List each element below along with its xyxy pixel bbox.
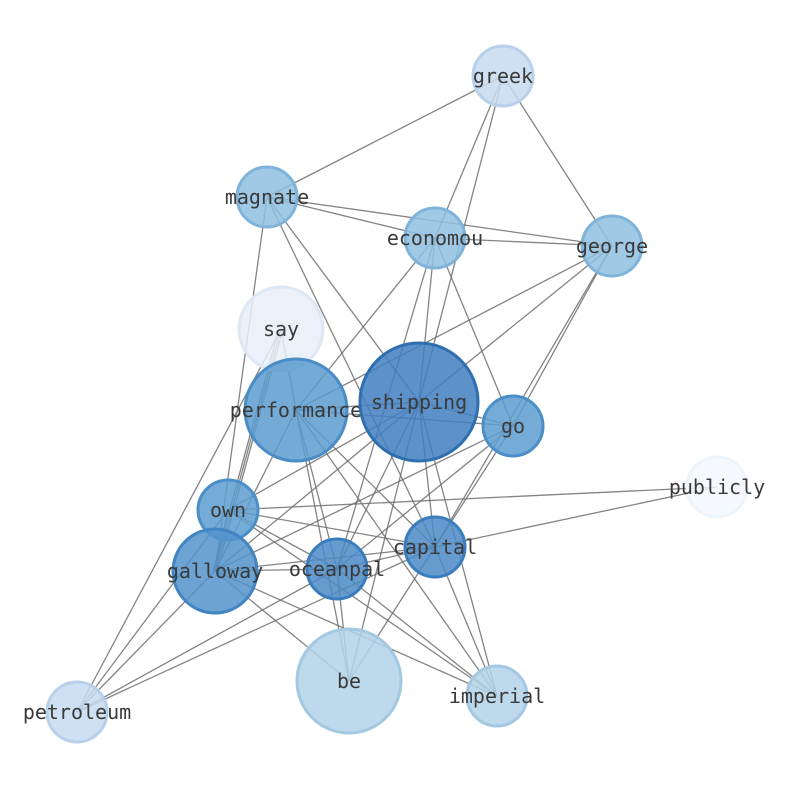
- edge-publicly-capital: [434, 486, 718, 548]
- node-go: go: [481, 394, 545, 458]
- edge-magnate-capital: [266, 196, 436, 548]
- node-circle-be: [295, 627, 403, 735]
- node-label-own: own: [210, 498, 246, 522]
- node-circle-economou: [403, 206, 467, 270]
- node-circle-petroleum: [45, 680, 109, 744]
- node-circle-george: [580, 214, 644, 278]
- edge-oceanpal-imperial: [336, 568, 498, 697]
- edge-own-capital: [227, 509, 436, 548]
- node-galloway: galloway: [167, 527, 263, 615]
- node-circle-oceanpal: [305, 537, 369, 601]
- node-circle-shipping: [358, 341, 480, 463]
- node-circle-magnate: [235, 165, 299, 229]
- node-economou: economou: [387, 206, 483, 270]
- node-greek: greek: [471, 44, 535, 108]
- edge-george-performance: [295, 245, 613, 411]
- node-circle-publicly: [685, 455, 749, 519]
- edge-greek-george: [502, 75, 613, 247]
- node-circle-go: [481, 394, 545, 458]
- node-shipping: shipping: [358, 341, 480, 463]
- node-label-greek: greek: [473, 64, 533, 88]
- node-circle-imperial: [465, 664, 529, 728]
- node-label-oceanpal: oceanpal: [289, 557, 385, 581]
- edge-george-go: [512, 245, 613, 427]
- node-label-be: be: [337, 669, 361, 693]
- node-label-petroleum: petroleum: [23, 700, 131, 724]
- node-label-go: go: [501, 414, 525, 438]
- node-performance: performance: [230, 357, 362, 463]
- node-be: be: [295, 627, 403, 735]
- node-label-imperial: imperial: [449, 684, 545, 708]
- node-label-george: george: [576, 234, 648, 258]
- edge-own-imperial: [227, 509, 498, 697]
- edge-publicly-own: [227, 486, 718, 511]
- edge-greek-magnate: [266, 75, 504, 198]
- node-george: george: [576, 214, 648, 278]
- node-label-performance: performance: [230, 398, 362, 422]
- node-petroleum: petroleum: [23, 680, 131, 744]
- node-circle-greek: [471, 44, 535, 108]
- edge-capital-petroleum: [76, 546, 436, 713]
- edge-performance-imperial: [295, 409, 498, 697]
- edge-go-oceanpal: [336, 425, 514, 570]
- edge-go-galloway: [214, 425, 514, 572]
- node-label-magnate: magnate: [225, 185, 309, 209]
- node-circle-performance: [243, 357, 349, 463]
- node-oceanpal: oceanpal: [289, 537, 385, 601]
- node-publicly: publicly: [669, 455, 765, 519]
- node-circle-galloway: [171, 527, 259, 615]
- node-label-galloway: galloway: [167, 559, 263, 583]
- edge-oceanpal-petroleum: [76, 568, 338, 713]
- node-label-say: say: [263, 317, 299, 341]
- node-imperial: imperial: [449, 664, 545, 728]
- node-layer: greek magnate economou george say performance…: [23, 44, 765, 744]
- edge-economou-go: [434, 237, 514, 427]
- node-circle-capital: [403, 515, 467, 579]
- node-label-capital: capital: [393, 535, 477, 559]
- node-say: say: [237, 285, 325, 373]
- node-label-shipping: shipping: [371, 390, 467, 414]
- node-label-economou: economou: [387, 226, 483, 250]
- node-capital: capital: [393, 515, 477, 579]
- node-label-publicly: publicly: [669, 475, 765, 499]
- node-magnate: magnate: [225, 165, 309, 229]
